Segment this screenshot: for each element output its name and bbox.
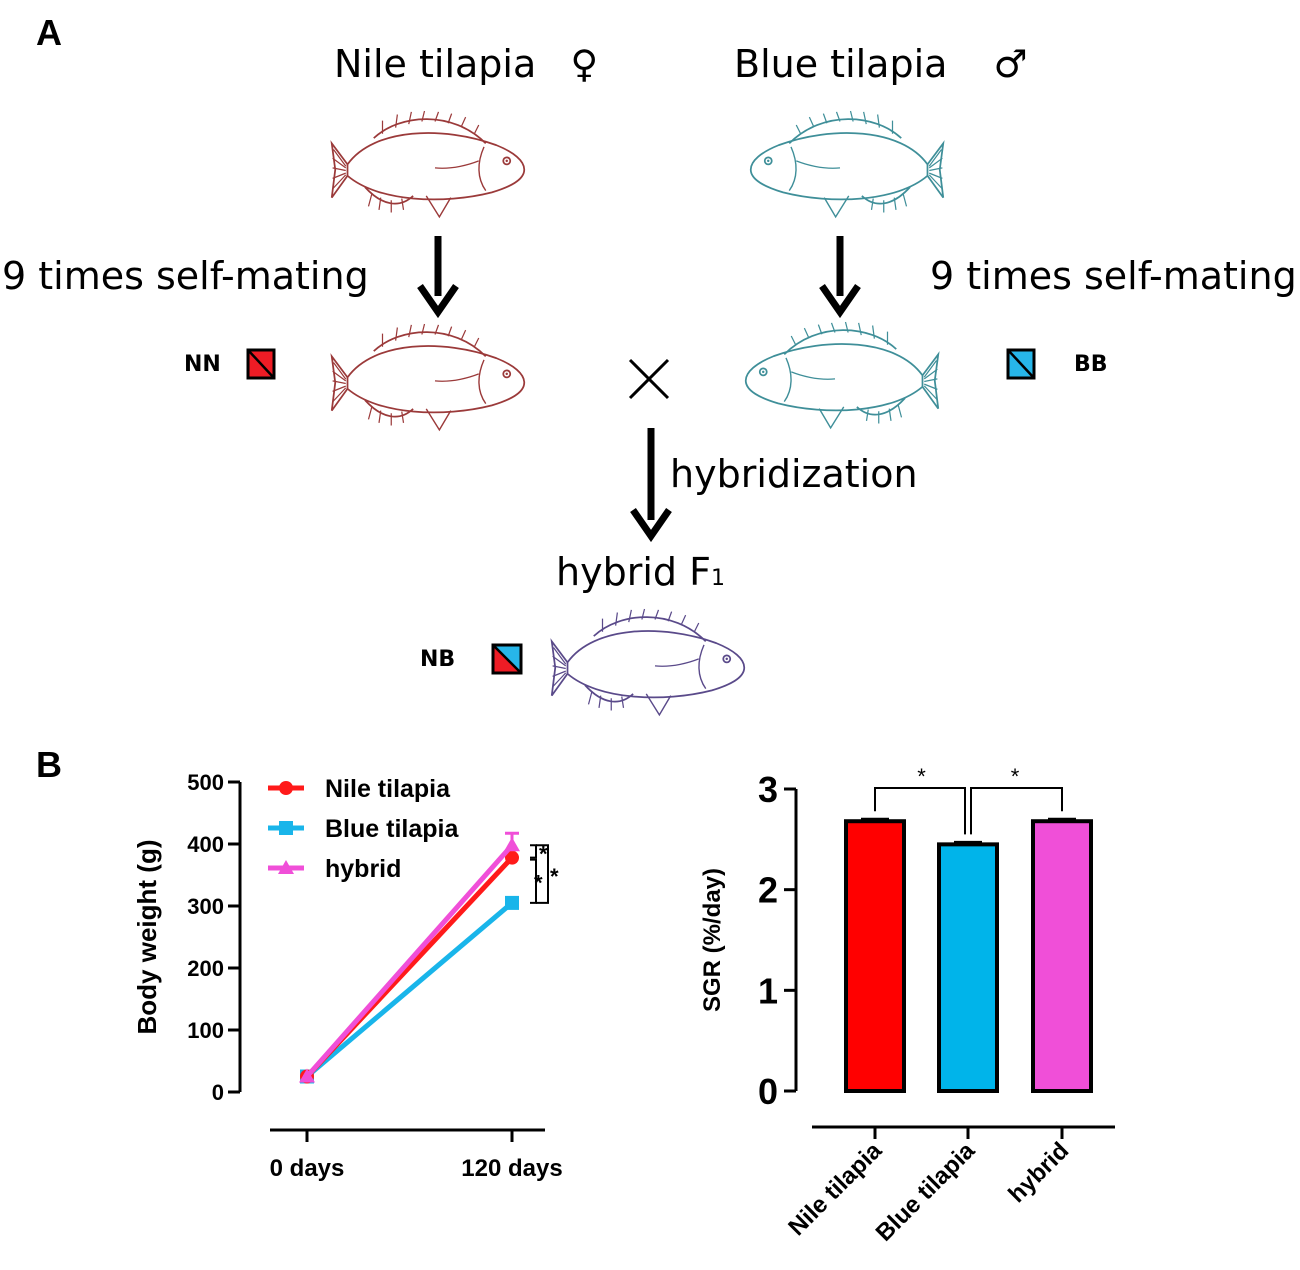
nile-parent-fish [330, 110, 526, 218]
y-axis-label: Body weight (g) [132, 840, 162, 1035]
blue-parent-fish [749, 110, 945, 218]
selfing-label-right: 9 times self-mating [930, 254, 1297, 298]
body-weight-line-chart: 0 days 120 days Body weight (g) 0 100 200 300… [132, 770, 563, 1182]
x-tick-label: 120 days [461, 1155, 562, 1182]
female-symbol: ♀ [570, 42, 599, 86]
line-chart-axes: 0 days 120 days Body weight (g) [132, 782, 563, 1182]
line-chart-series [299, 831, 520, 1084]
genotype-nn-box-icon [246, 348, 276, 380]
male-symbol: ♂ [993, 42, 1028, 86]
legend-label: Blue tilapia [325, 815, 459, 843]
sig-star: * [534, 870, 543, 895]
legend-label: Nile tilapia [325, 775, 451, 803]
genotype-nn: NN [184, 352, 221, 377]
legend-marker [279, 781, 293, 795]
sig-bracket [530, 844, 537, 859]
genotype-bb: BB [1074, 352, 1108, 377]
arrow-blue-down [819, 236, 861, 319]
y-tick-label: 1 [758, 970, 778, 1011]
legend-marker [279, 821, 293, 835]
blue-parent-name: Blue tilapia [734, 42, 948, 86]
line-chart-significance: *** [530, 841, 559, 904]
hybrid-f1-label: hybrid F1 [556, 550, 725, 594]
x-tick-label: Blue tilapia [871, 1137, 981, 1247]
y-tick-label: 3 [758, 769, 778, 810]
sig-star: * [539, 841, 548, 866]
genotype-nb-box-icon [491, 643, 523, 675]
legend-label: hybrid [325, 855, 401, 883]
x-tick-label: 0 days [270, 1155, 345, 1182]
y-tick-label: 200 [187, 956, 224, 981]
data-point [505, 895, 519, 910]
bar [937, 842, 999, 1093]
series-line [305, 900, 514, 1079]
hybridization-label: hybridization [670, 452, 918, 496]
cross-icon [628, 358, 670, 400]
nile-parent-title: Nile tilapia ♀ [334, 42, 598, 86]
hybrid-f1-text: hybrid F [556, 550, 711, 594]
x-tick-label: hybrid [1003, 1137, 1074, 1208]
nile-parent-name: Nile tilapia [334, 42, 537, 86]
y-tick-label: 0 [212, 1080, 224, 1105]
genotype-nb: NB [420, 647, 456, 672]
arrow-nile-down [417, 236, 459, 319]
y-tick-label: 500 [187, 770, 224, 795]
line-chart-y-ticks: 0 100 200 300 400 500 [187, 770, 240, 1105]
y-tick-label: 400 [187, 832, 224, 857]
bar-chart-bars [844, 817, 1093, 1093]
y-tick-label: 100 [187, 1018, 224, 1043]
sig-bracket [530, 858, 537, 904]
data-point [505, 850, 519, 865]
arrow-hybridization-down [630, 428, 672, 543]
genotype-bb-box-icon [1006, 348, 1036, 380]
data-point [504, 837, 520, 852]
sig-bracket [970, 787, 1063, 835]
panel-a-graphics [246, 110, 1036, 716]
sig-star: * [550, 864, 559, 889]
hybrid-f1-subscript: 1 [710, 566, 725, 591]
selfing-label-left: 9 times self-mating [2, 254, 369, 298]
y-tick-label: 2 [758, 870, 778, 911]
blue-parent-title: Blue tilapia ♂ [734, 42, 1028, 86]
bar [1031, 819, 1093, 1093]
sig-star: * [917, 764, 926, 789]
y-tick-label: 300 [187, 894, 224, 919]
data-point [299, 1068, 315, 1083]
legend-marker [278, 860, 294, 874]
y-axis-label: SGR (%/day) [699, 868, 726, 1012]
sig-bracket [536, 844, 549, 904]
panel-b-label: B [36, 744, 62, 785]
hybrid-nb-fish [550, 608, 746, 716]
y-tick-label: 0 [758, 1071, 778, 1112]
nile-nn-fish [330, 323, 526, 431]
bar-chart-significance: ** [874, 764, 1063, 835]
bar [844, 819, 906, 1093]
series-line [305, 843, 514, 1079]
sig-bracket [874, 787, 966, 835]
blue-bb-fish [744, 321, 940, 429]
panel-a-label: A [36, 12, 62, 53]
sig-star: * [1011, 764, 1020, 789]
